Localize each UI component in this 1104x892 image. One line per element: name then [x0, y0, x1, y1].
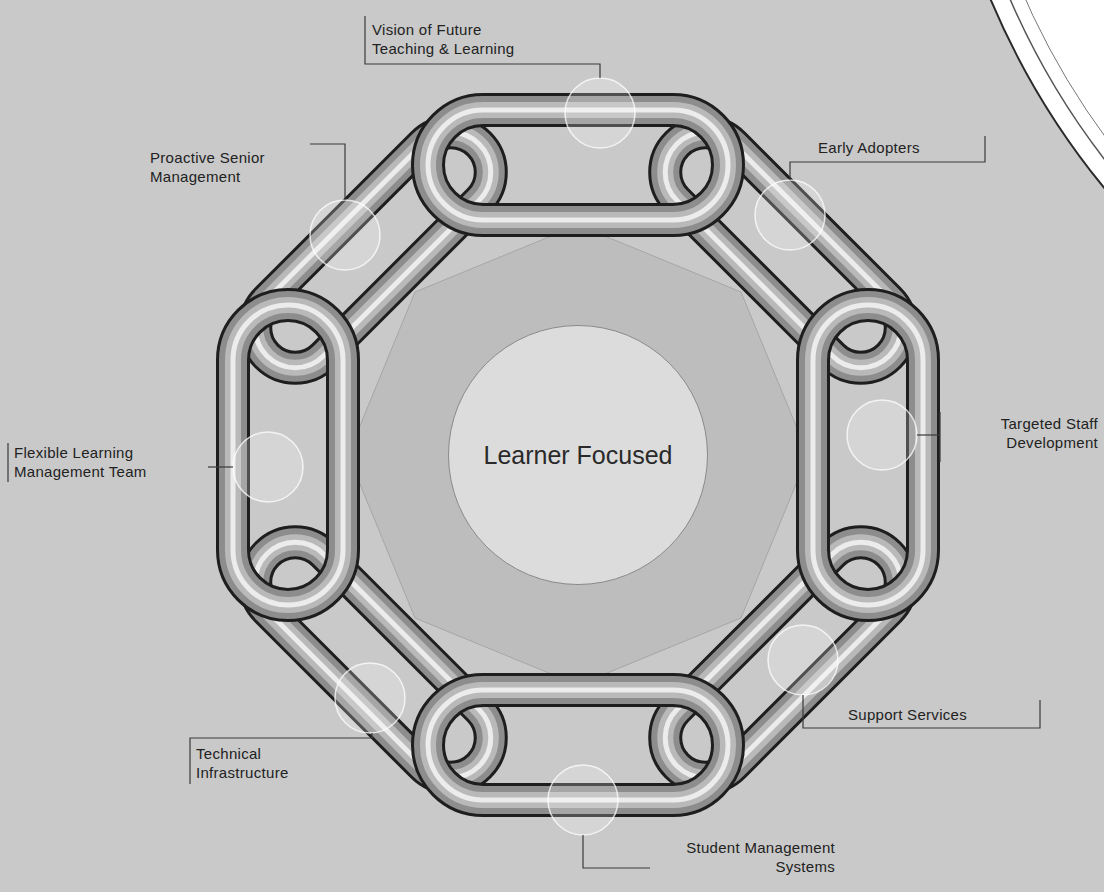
callout-label: Early Adopters: [818, 138, 978, 157]
chain-link: [239, 526, 508, 795]
corner-arc: [930, 0, 1104, 470]
chain-link: [233, 305, 343, 605]
leader-line: [365, 16, 600, 78]
leader-line: [310, 144, 345, 200]
leader-line: [917, 434, 940, 435]
highlight-circle: [755, 180, 825, 250]
focus-circle: Learner Focused: [448, 325, 708, 585]
callout-label: Support Services: [848, 705, 1033, 724]
leader-line: [7, 443, 8, 482]
callout-label: Targeted Staff Development: [946, 414, 1098, 452]
callout-label: Flexible Learning Management Team: [14, 443, 204, 481]
chain-link: [813, 305, 923, 605]
node-label: Learner Focused: [483, 440, 672, 470]
leader-line: [190, 733, 372, 784]
leader-line: [939, 412, 940, 462]
leader-line: [208, 466, 233, 467]
leader-line: [803, 695, 1040, 728]
callout-label: Student Management Systems: [665, 838, 835, 876]
highlight-circle: [847, 400, 917, 470]
callout-label: Proactive Senior Management: [150, 148, 300, 186]
corner-arc-line: [962, 0, 1104, 438]
highlight-circle: [565, 78, 635, 148]
chain-link: [649, 526, 918, 795]
leader-line: [583, 835, 650, 868]
highlight-circle: [548, 765, 618, 835]
chain-link: [239, 116, 508, 385]
callout-label: Technical Infrastructure: [196, 744, 336, 782]
callout-label: Vision of Future Teaching & Learning: [372, 20, 537, 58]
corner-arc-line: [948, 0, 1104, 452]
highlight-circle: [768, 625, 838, 695]
leader-line: [790, 136, 985, 180]
highlight-circle: [310, 200, 380, 270]
inner-ground: [348, 225, 808, 685]
highlight-circle: [335, 663, 405, 733]
highlight-circle: [233, 432, 303, 502]
